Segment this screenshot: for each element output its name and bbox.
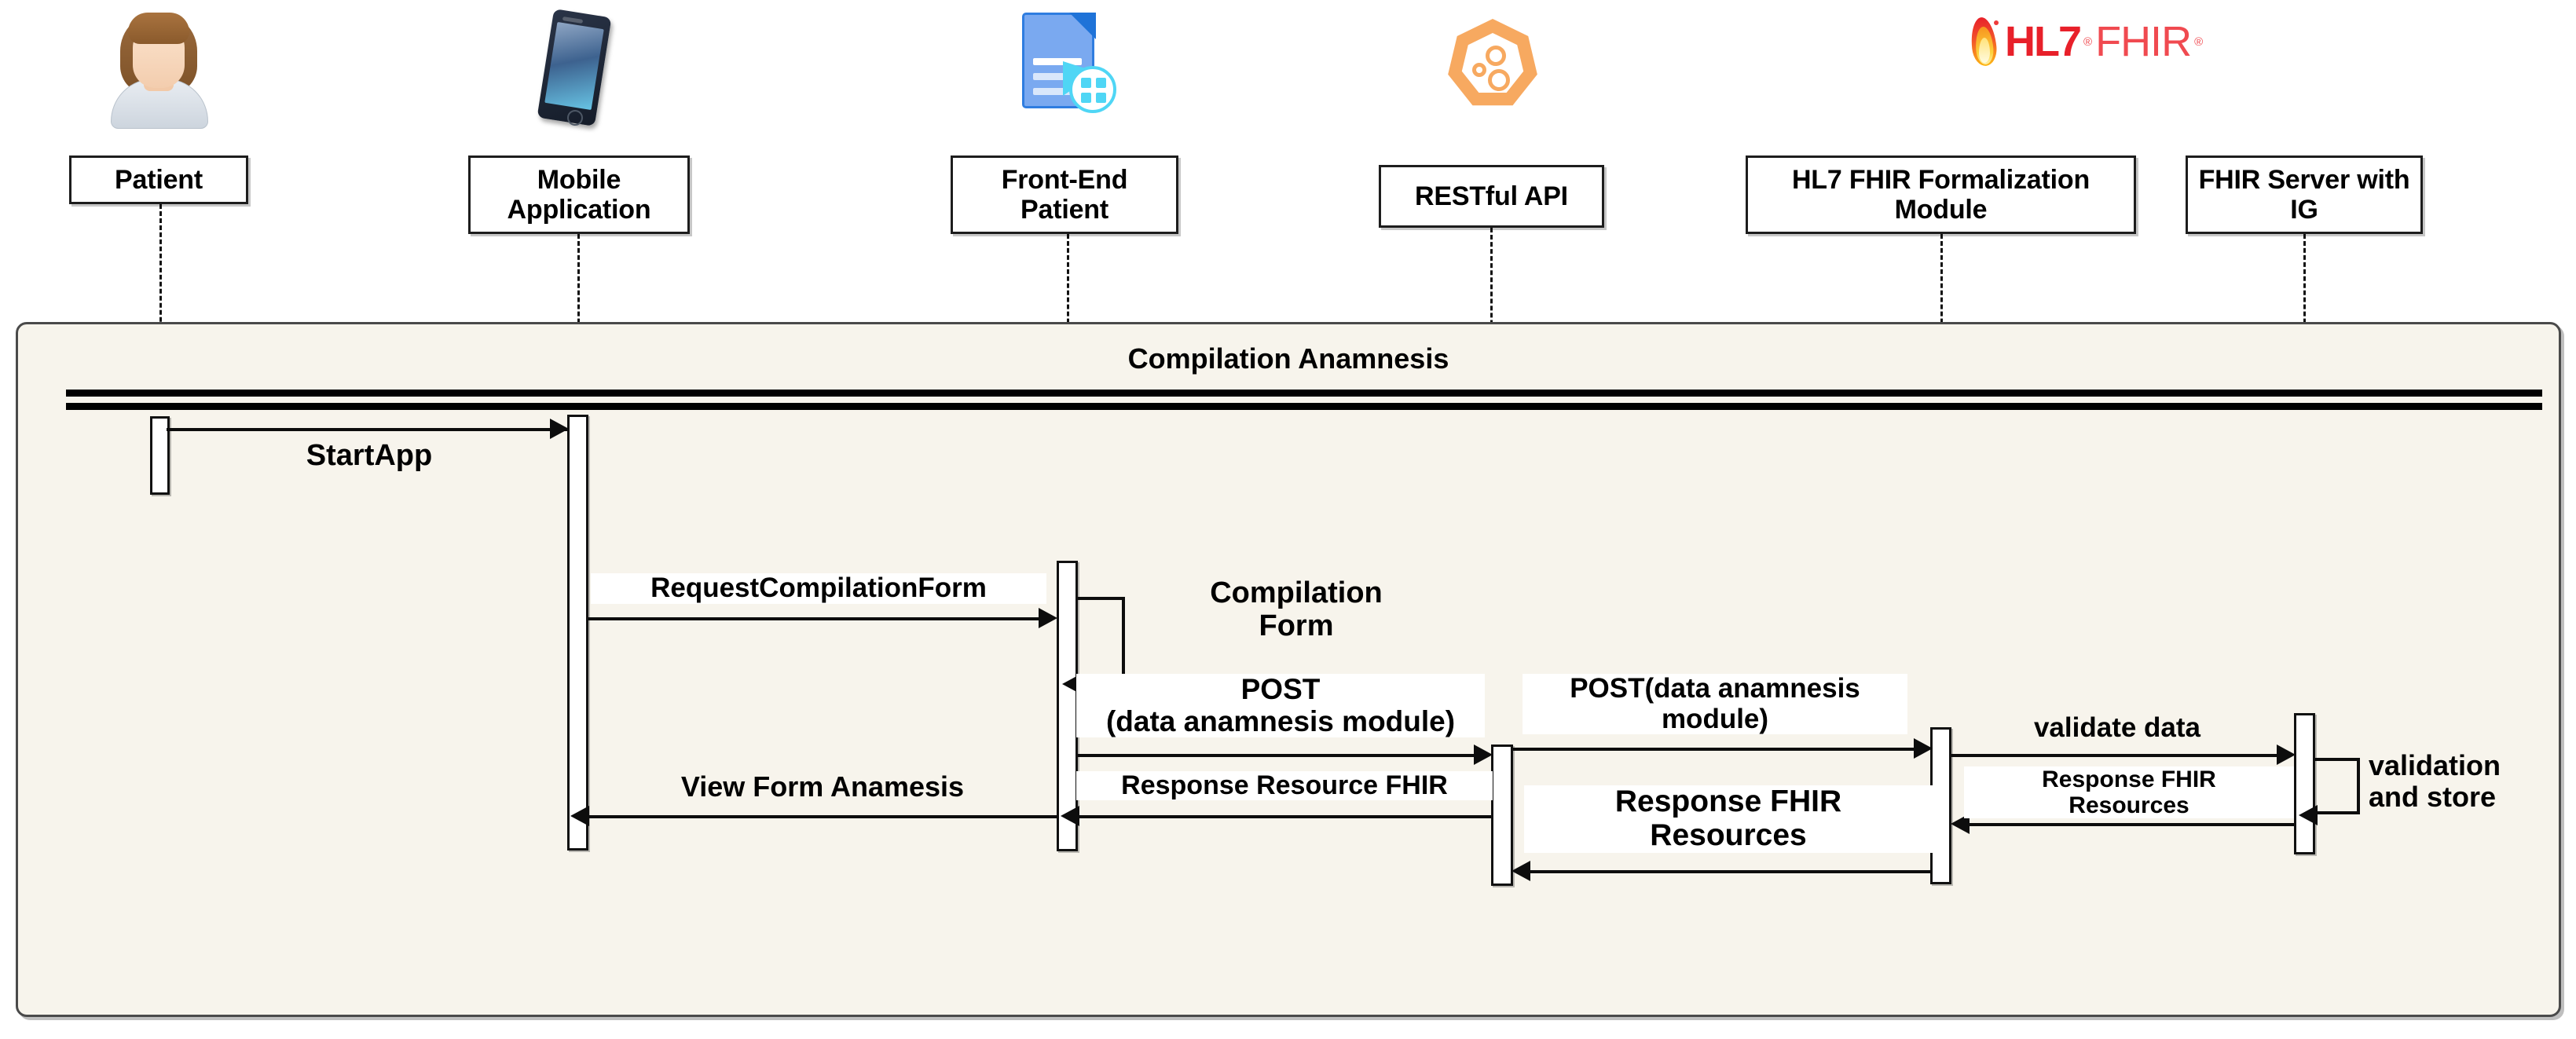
- message-label-requestcompilationform: RequestCompilationForm: [591, 573, 1046, 604]
- activation-formalize: [1930, 727, 1951, 884]
- participant-box-patient[interactable]: Patient: [69, 155, 248, 204]
- participant-box-mobile-application[interactable]: Mobile Application: [468, 155, 690, 234]
- participant-label-fhir-server-with-ig: FHIR Server with IG: [2198, 164, 2410, 225]
- participant-label-restful-api: RESTful API: [1415, 181, 1568, 211]
- flame-icon: [1966, 16, 2002, 68]
- participant-label-front-end-patient: Front-End Patient: [1001, 164, 1128, 225]
- message-label-response-resource-fhir: Response Resource FHIR: [1076, 770, 1493, 801]
- message-arrow-requestcompilationform: [1039, 608, 1057, 628]
- message-line-validate-data: [1951, 754, 2281, 757]
- fragment-compilation-anamnesis: [16, 322, 2561, 1017]
- message-arrow-post-api-formalize: [1914, 738, 1933, 759]
- activation-patient: [150, 416, 170, 495]
- message-label-startapp: StartApp: [306, 439, 433, 472]
- message-arrow-view-form-anamesis: [570, 806, 589, 826]
- message-arrow-response-fhir-formalize: [1512, 861, 1530, 881]
- participant-box-restful-api[interactable]: RESTful API: [1379, 165, 1604, 228]
- message-arrow-startapp: [550, 419, 569, 439]
- message-label-response-fhir-server: Response FHIR Resources: [1964, 766, 2294, 818]
- message-arrow-post-frontend-api: [1474, 744, 1493, 765]
- message-label-validate-data: validate data: [2033, 712, 2201, 743]
- message-line-response-fhir-server: [1968, 823, 2294, 826]
- activation-api: [1491, 744, 1513, 886]
- mobile-phone-icon: [525, 6, 635, 136]
- fhir-logo-text: FHIR: [2095, 18, 2192, 65]
- hl7-logo-text: HL7: [2005, 18, 2082, 65]
- patient-avatar-icon: [98, 3, 220, 133]
- api-gears-icon: [1436, 8, 1550, 126]
- message-line-post-api-formalize: [1513, 748, 1922, 751]
- message-label-post-api-formalize: POST(data anamnesis module): [1523, 673, 1907, 734]
- participant-box-front-end-patient[interactable]: Front-End Patient: [951, 155, 1178, 234]
- message-line-requestcompilationform: [588, 617, 1043, 620]
- message-line-startapp: [167, 428, 567, 431]
- fragment-title: Compilation Anamnesis: [1127, 342, 1449, 375]
- message-label-response-fhir-formalize: Response FHIR Resources: [1524, 785, 1933, 853]
- document-form-icon: [1008, 6, 1126, 132]
- participant-label-patient: Patient: [115, 164, 203, 195]
- message-label-validation-and-store: validation and store: [2369, 749, 2501, 813]
- message-label-post-frontend-api: POST (data anamnesis module): [1076, 673, 1485, 738]
- fhir-trademark: ®: [2194, 35, 2204, 49]
- message-arrow-validate-data: [2277, 744, 2296, 765]
- participant-box-fhir-server-with-ig[interactable]: FHIR Server with IG: [2186, 155, 2423, 234]
- fragment-separator-upper: [66, 390, 2542, 397]
- participant-label-hl7-fhir-formalization-module: HL7 FHIR Formalization Module: [1791, 164, 2090, 225]
- activation-mobile: [567, 415, 588, 851]
- message-label-compilation-form: Compilation Form: [1210, 576, 1383, 642]
- self-message-arrow-validation-and-store: [2299, 805, 2318, 825]
- message-line-response-resource-fhir: [1078, 815, 1491, 818]
- message-line-view-form-anamesis: [588, 815, 1057, 818]
- activation-server: [2294, 713, 2315, 854]
- hl7-trademark: ®: [2083, 35, 2093, 49]
- self-message-loop-validation-and-store: [2314, 758, 2360, 814]
- self-message-loop-compilation-form: [1078, 597, 1125, 683]
- message-label-view-form-anamesis: View Form Anamesis: [680, 770, 965, 803]
- message-arrow-response-resource-fhir: [1061, 806, 1079, 826]
- fragment-separator-lower: [66, 403, 2542, 410]
- message-line-post-frontend-api: [1078, 754, 1479, 757]
- message-line-response-fhir-formalize: [1530, 870, 1931, 873]
- participant-box-hl7-fhir-formalization-module[interactable]: HL7 FHIR Formalization Module: [1746, 155, 2136, 234]
- hl7-fhir-logo-icon: HL7 ® FHIR ®: [1966, 16, 2204, 68]
- participant-label-mobile-application: Mobile Application: [507, 164, 651, 225]
